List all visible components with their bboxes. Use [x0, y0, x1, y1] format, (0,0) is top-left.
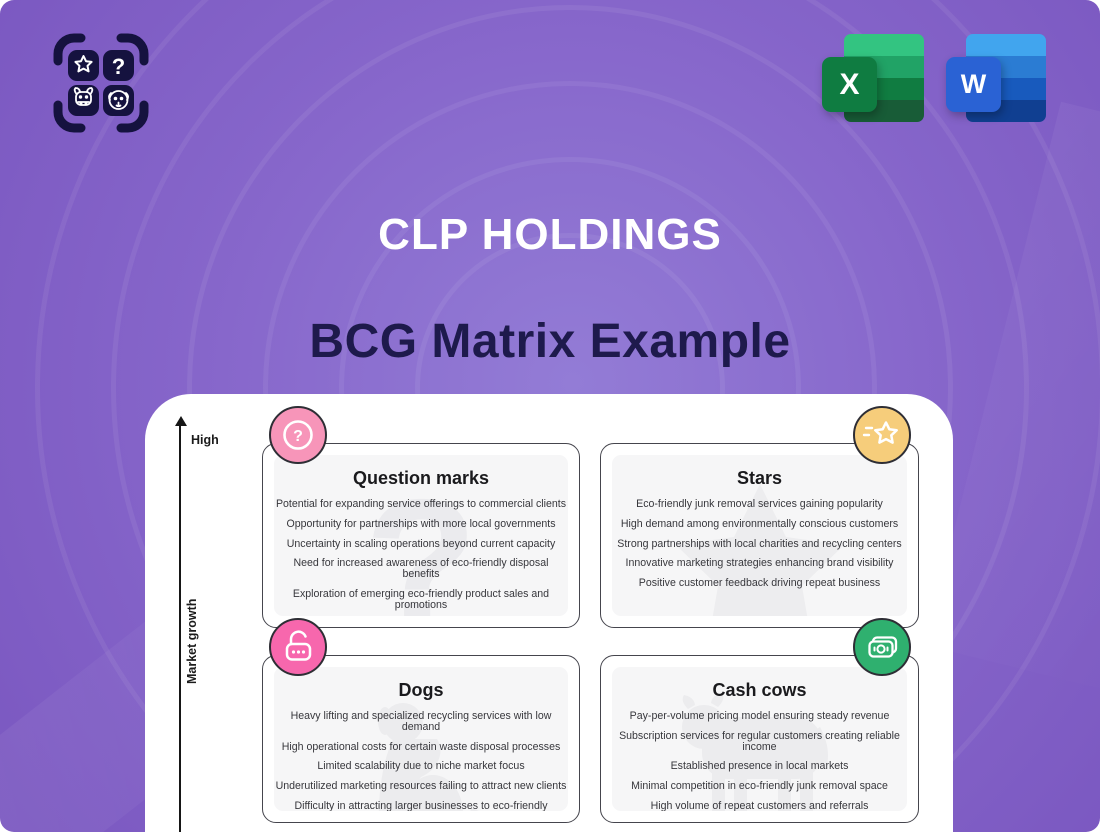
- stars-panel: Stars Eco-friendly junk removal services…: [612, 455, 907, 616]
- excel-letter: X: [839, 67, 860, 101]
- quadrant-title: Cash cows: [712, 680, 807, 700]
- shooting-star-icon: [862, 421, 898, 444]
- question-mark-icon: ?: [112, 54, 125, 79]
- y-axis-arrow: [174, 416, 187, 426]
- list-item: High operational costs for certain waste…: [281, 740, 561, 753]
- quadrant-items: Heavy lifting and specialized recycling …: [274, 711, 568, 811]
- quadrant-stars: Stars Eco-friendly junk removal services…: [600, 406, 919, 628]
- quadrant-title: Question marks: [352, 468, 490, 488]
- list-item: Established presence in local markets: [670, 760, 849, 773]
- background-ring: [35, 0, 1100, 832]
- page-title: BCG Matrix Example: [309, 315, 791, 368]
- list-item: Opportunity for partnerships with more l…: [286, 517, 556, 530]
- list-item: Positive customer feedback driving repea…: [638, 577, 881, 590]
- quadrant-items: Eco-friendly junk removal services gaini…: [612, 499, 907, 589]
- list-item: Exploration of emerging eco-friendly pro…: [292, 587, 550, 611]
- list-item: Subscription services for regular custom…: [619, 729, 900, 753]
- excel-letter-tile: X: [822, 57, 877, 112]
- list-item: Pay-per-volume pricing model ensuring st…: [629, 710, 890, 722]
- list-item: High volume of repeat customers and refe…: [650, 799, 869, 811]
- y-axis-high-label: High: [191, 433, 219, 447]
- banknotes-icon: [868, 636, 898, 658]
- cow-icon: [73, 87, 94, 106]
- question-mark-icon: ?: [283, 420, 313, 450]
- open-padlock-icon: [285, 630, 312, 661]
- word-letter-tile: W: [946, 57, 1001, 112]
- dogs-panel: Dogs Heavy lifting and specialized recyc…: [274, 667, 568, 811]
- svg-text:?: ?: [293, 428, 303, 445]
- list-item: Strong partnerships with local charities…: [617, 537, 902, 550]
- list-item: Heavy lifting and specialized recycling …: [290, 710, 552, 733]
- cash-cows-panel: Cash cows Pay-per-volume pricing model e…: [612, 667, 907, 811]
- list-item: Innovative marketing strategies enhancin…: [625, 557, 894, 570]
- dog-icon: [108, 90, 129, 110]
- list-item: Potential for expanding service offering…: [275, 498, 567, 510]
- list-item: Difficulty in attracting larger business…: [294, 799, 548, 811]
- company-title: CLP HOLDINGS: [378, 210, 722, 259]
- list-item: Limited scalability due to niche market …: [317, 760, 525, 773]
- y-axis-line: [179, 425, 182, 832]
- list-item: High demand among environmentally consci…: [620, 517, 899, 530]
- list-item: Underutilized marketing resources failin…: [275, 780, 567, 793]
- list-item: Uncertainty in scaling operations beyond…: [286, 537, 556, 550]
- word-letter: W: [960, 69, 987, 99]
- stars-badge: [853, 406, 911, 464]
- word-app-icon[interactable]: W: [938, 30, 1048, 126]
- quadrant-items: Pay-per-volume pricing model ensuring st…: [612, 711, 907, 811]
- excel-app-icon[interactable]: X: [822, 30, 932, 126]
- list-item: Eco-friendly junk removal services gaini…: [636, 498, 883, 510]
- bcg-matrix-card: High Market growth ? ? Question marks Po…: [145, 394, 953, 832]
- star-icon: [74, 55, 93, 73]
- list-item: Minimal competition in eco-friendly junk…: [631, 780, 888, 793]
- cash-cows-badge: [853, 618, 911, 676]
- list-item: Need for increased awareness of eco-frie…: [293, 557, 549, 581]
- quadrant-dogs: Dogs Heavy lifting and specialized recyc…: [262, 618, 580, 823]
- quadrant-cash-cows: Cash cows Pay-per-volume pricing model e…: [600, 618, 919, 823]
- dogs-badge: [269, 618, 327, 676]
- bcg-logo-icon: ?: [53, 33, 149, 133]
- bcg-matrix-logo[interactable]: ?: [50, 30, 152, 136]
- question-marks-panel: ? Question marks Potential for expanding…: [274, 455, 568, 616]
- y-axis-label: Market growth: [185, 598, 199, 684]
- question-marks-badge: ?: [269, 406, 327, 464]
- quadrant-title: Dogs: [398, 680, 444, 700]
- quadrant-question-marks: ? ? Question marks Potential for expandi…: [262, 406, 580, 628]
- quadrant-title: Stars: [736, 468, 783, 488]
- quadrant-items: Potential for expanding service offering…: [274, 499, 568, 611]
